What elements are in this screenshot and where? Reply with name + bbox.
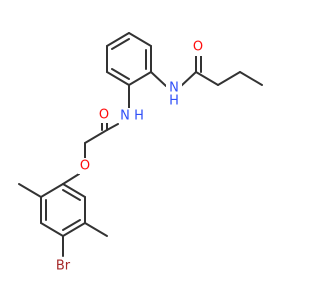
bond — [180, 71, 197, 87]
bond — [40, 222, 64, 237]
bond — [106, 71, 130, 86]
hydrogen-atom-label: H — [169, 94, 179, 109]
bond — [195, 71, 219, 86]
bond — [217, 71, 241, 86]
bonds — [18, 32, 263, 257]
bond — [84, 129, 108, 144]
oxygen-atom-label: O — [99, 108, 109, 123]
bond — [84, 222, 108, 237]
bond — [62, 189, 81, 201]
bond — [62, 173, 80, 185]
structure-canvas: O N H O N H O Br — [18, 32, 263, 274]
bond — [150, 71, 167, 87]
bond — [106, 123, 119, 131]
bond — [111, 38, 130, 50]
nitrogen-atom-label: N — [120, 109, 130, 124]
bond — [111, 68, 130, 80]
atom-labels: O N H O N H O Br — [52, 40, 205, 274]
oxygen-atom-label: O — [80, 159, 90, 174]
bond — [239, 71, 263, 86]
bond — [128, 32, 152, 47]
hydrogen-atom-label: H — [134, 109, 144, 124]
molecule-diagram: O N H O N H O Br — [18, 32, 263, 274]
oxygen-atom-label: O — [193, 40, 203, 55]
bond — [106, 32, 130, 47]
bond — [128, 71, 152, 86]
bond — [18, 183, 42, 198]
bond — [40, 183, 64, 198]
bond — [62, 219, 81, 231]
nitrogen-atom-label: N — [169, 81, 179, 96]
bromine-atom-label: Br — [56, 259, 71, 274]
bond — [62, 222, 86, 237]
bond — [62, 183, 86, 198]
